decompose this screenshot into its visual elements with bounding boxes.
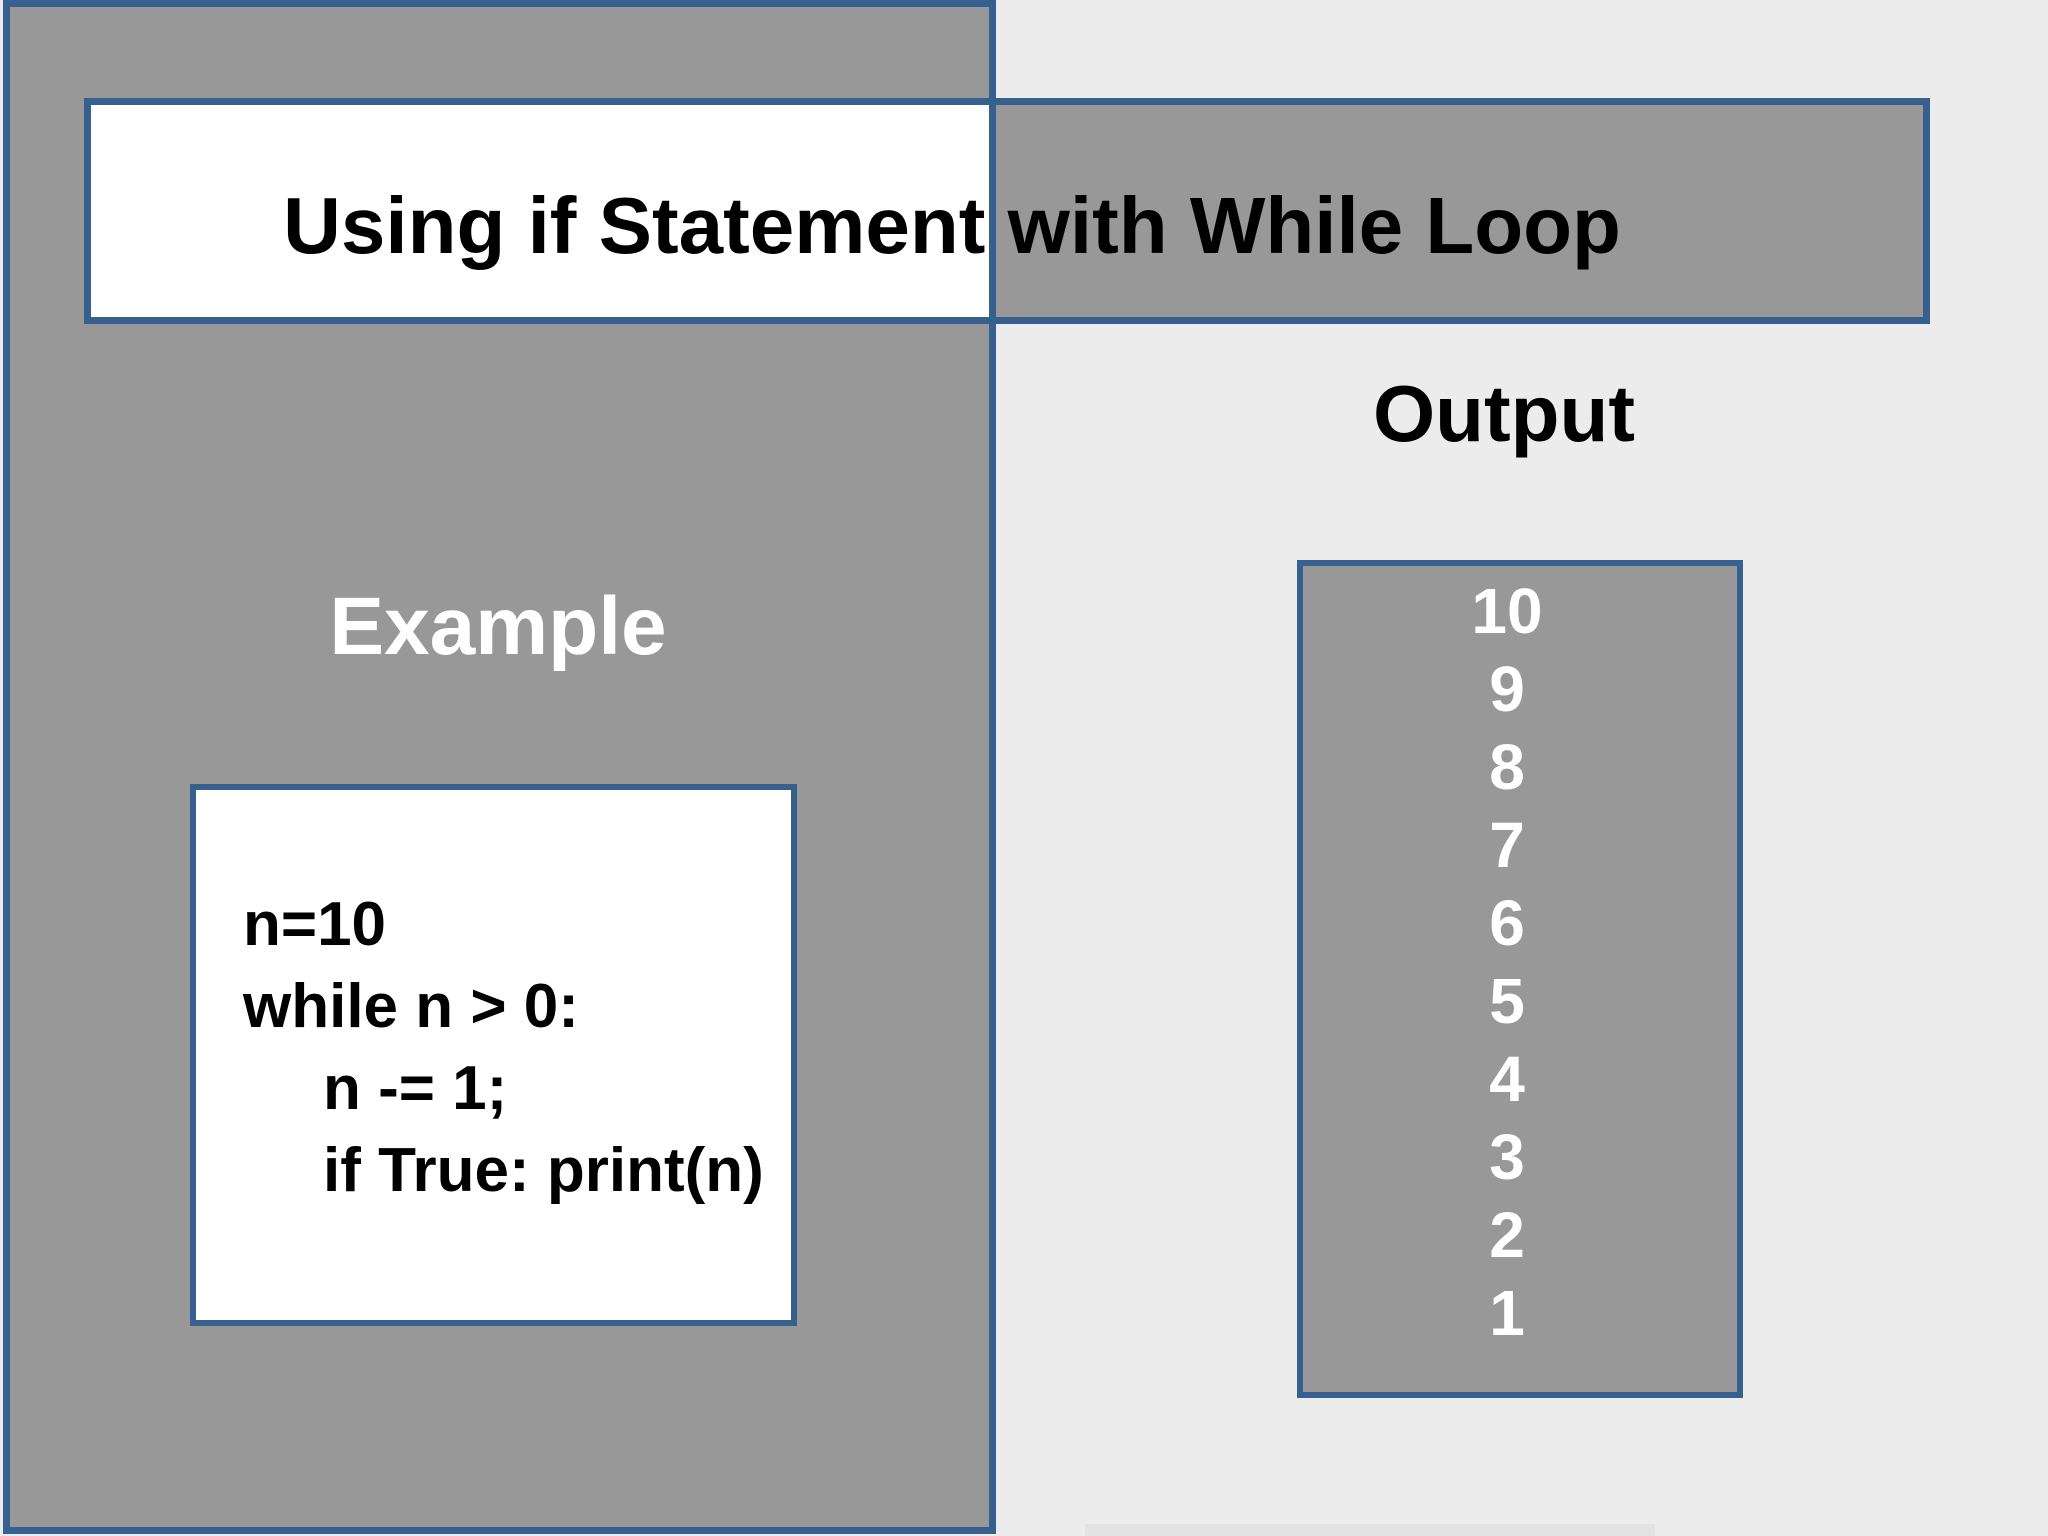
output-heading: Output (1372, 369, 1636, 458)
output-value: 8 (1489, 731, 1525, 803)
output-value: 1 (1489, 1277, 1525, 1349)
output-value: 4 (1489, 1043, 1525, 1115)
output-value: 2 (1489, 1199, 1525, 1271)
slide-title: Using if Statement with While Loop (283, 181, 1621, 270)
example-heading: Example (329, 581, 667, 672)
output-value: 9 (1489, 653, 1525, 725)
output-value: 10 (1471, 575, 1543, 647)
code-line: if True: print(n) (323, 1136, 764, 1205)
output-value: 3 (1489, 1121, 1525, 1193)
output-value: 6 (1489, 887, 1525, 959)
output-value: 7 (1489, 809, 1525, 881)
code-line: n=10 (243, 890, 387, 959)
code-line: while n > 0: (243, 972, 579, 1041)
title-highlight-box (84, 98, 996, 324)
bottom-artifact (1085, 1524, 1655, 1536)
code-box: n=10 while n > 0: n -= 1; if True: print(n) (190, 784, 797, 1326)
code-line: n -= 1; (323, 1054, 508, 1123)
output-value: 5 (1489, 965, 1525, 1037)
